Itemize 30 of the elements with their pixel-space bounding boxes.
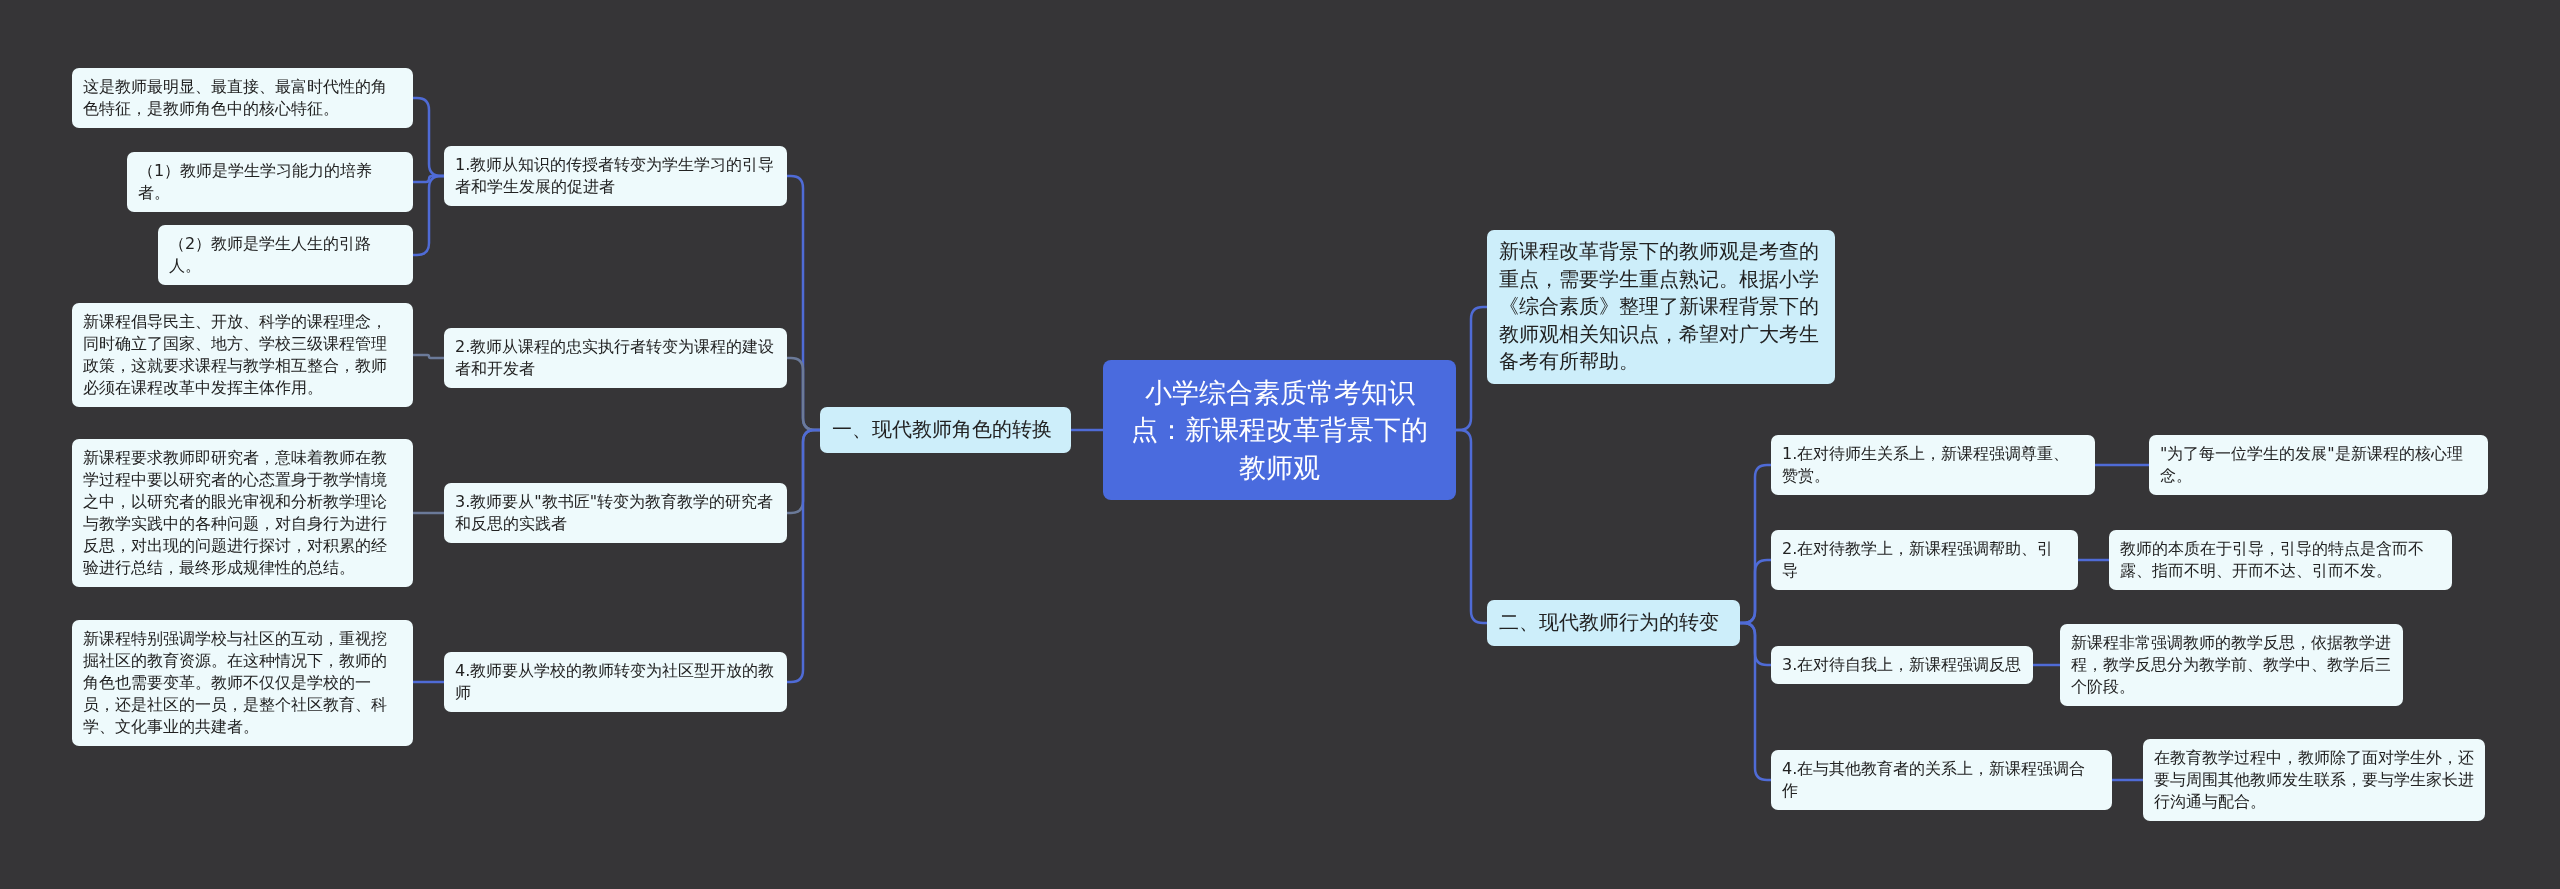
branch-box: 一、现代教师角色的转换: [820, 407, 1071, 453]
topic-box: 4.教师要从学校的教师转变为社区型开放的教师: [444, 652, 787, 713]
topic-box: 3.教师要从"教书匠"转变为教育教学的研究者和反思的实践者: [444, 483, 787, 544]
central-topic-box: 小学综合素质常考知识点：新课程改革背景下的教师观: [1103, 360, 1456, 500]
branch-box: 二、现代教师行为的转变: [1487, 600, 1740, 646]
topic-box: 2.在对待教学上，新课程强调帮助、引导: [1771, 530, 2078, 591]
topic-box: 1.教师从知识的传授者转变为学生学习的引导者和学生发展的促进者: [444, 146, 787, 207]
note-box: 这是教师最明显、最直接、最富时代性的角色特征，是教师角色中的核心特征。: [72, 68, 413, 129]
intro-box: 新课程改革背景下的教师观是考查的重点，需要学生重点熟记。根据小学《综合素质》整理了新课程背景下的教师观相关知识点，希望对广大考生备考有所帮助。: [1487, 230, 1835, 384]
connector-line: [413, 353, 444, 360]
connector-line: [1071, 428, 1103, 432]
connector-line: [413, 680, 444, 684]
connector-line: [2095, 463, 2149, 467]
note-box: （2）教师是学生人生的引路人。: [158, 225, 413, 286]
note-box: 新课程倡导民主、开放、科学的课程理念，同时确立了国家、地方、学校三级课程管理政策，这就要求课程与教学相互整合，教师必须在课程改革中发挥主体作用。: [72, 303, 413, 408]
connector-line: [2078, 558, 2109, 562]
topic-box: 1.在对待师生关系上，新课程强调尊重、赞赏。: [1771, 435, 2095, 496]
note-box: （1）教师是学生学习能力的培养者。: [127, 152, 413, 213]
connector-line: [413, 511, 444, 515]
note-box: 教师的本质在于引导，引导的特点是含而不露、指而不明、开而不达、引而不发。: [2109, 530, 2452, 591]
topic-box: 3.在对待自我上，新课程强调反思: [1771, 646, 2033, 685]
topic-box: 4.在与其他教育者的关系上，新课程强调合作: [1771, 750, 2112, 811]
connector-line: [2033, 663, 2060, 667]
note-box: 新课程非常强调教师的教学反思，依据教学进程，教学反思分为教学前、教学中、教学后三个阶段。: [2060, 624, 2403, 707]
topic-box: 2.教师从课程的忠实执行者转变为课程的建设者和开发者: [444, 328, 787, 389]
note-box: 新课程要求教师即研究者，意味着教师在教学过程中要以研究者的心态置身于教学情境之中，以研究者的眼光审视和分析教学理论与教学实践中的各种问题，对自身行为进行反思，对出现的问题进行探讨，对积累的经验进行总结，最终形成规律性的总结。: [72, 439, 413, 588]
note-box: "为了每一位学生的发展"是新课程的核心理念。: [2149, 435, 2488, 496]
connector-line: [2112, 778, 2143, 782]
note-box: 在教育教学过程中，教师除了面对学生外，还要与周围其他教师发生联系，要与学生家长进行沟通与配合。: [2143, 739, 2485, 822]
note-box: 新课程特别强调学校与社区的互动，重视挖掘社区的教育资源。在这种情况下，教师的角色也需要变革。教师不仅仅是学校的一员，还是社区的一员，是整个社区教育、科学、文化事业的共建者。: [72, 620, 413, 747]
